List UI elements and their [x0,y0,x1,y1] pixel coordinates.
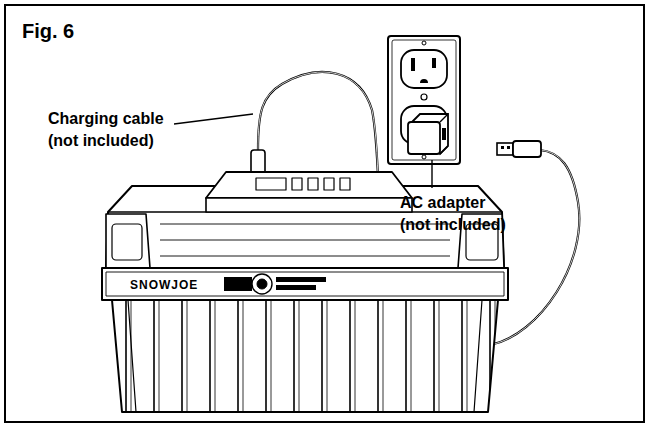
ac-adapter [408,114,448,154]
leader-line [431,160,432,188]
brand-logo: SNOWJOE [130,277,198,293]
part-label: AC adapter (not included) [400,192,518,235]
leader-line [174,114,253,124]
part-label: Charging cable (not included) [48,108,166,151]
figure-title: Fig. 6 [22,18,74,45]
wall-outlet [388,36,460,164]
usb-a-plug [497,141,541,157]
